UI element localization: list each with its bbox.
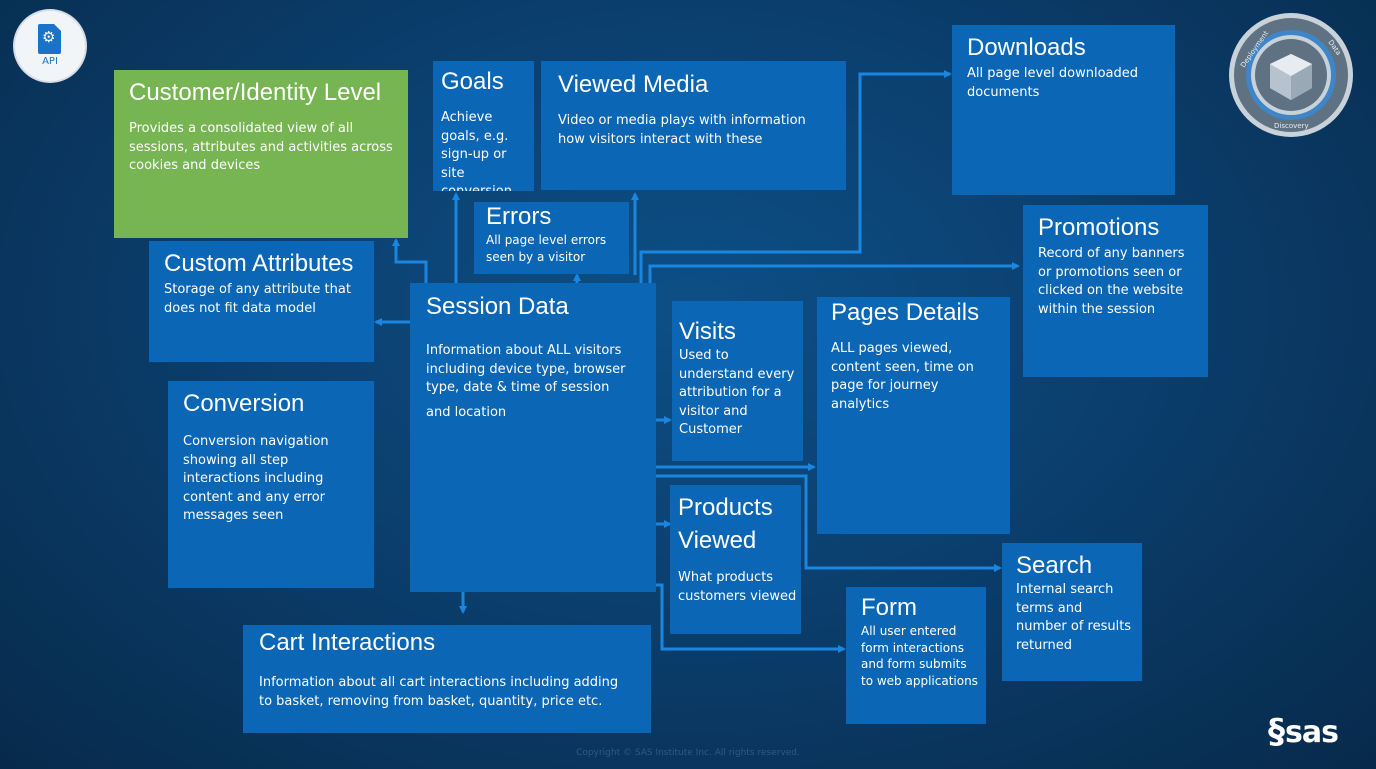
api-badge: ⚙ API <box>15 11 85 81</box>
custom-attributes-box: Custom Attributes Storage of any attribu… <box>149 241 374 362</box>
arrow-to-search <box>656 474 1002 572</box>
form-title: Form <box>861 594 917 621</box>
sas-logo-text: sas <box>1285 714 1339 750</box>
custom-attributes-title: Custom Attributes <box>164 250 354 277</box>
errors-box: Errors All page level errors seen by a v… <box>474 202 629 274</box>
promotions-desc: Record of any banners or promotions seen… <box>1038 246 1185 317</box>
conversion-title: Conversion <box>183 390 305 417</box>
customer-identity-box: Customer/Identity Level Provides a conso… <box>114 70 408 238</box>
session-data-box: Session Data Information about ALL visit… <box>410 283 656 592</box>
downloads-box: Downloads All page level downloaded docu… <box>952 25 1175 195</box>
viewed-media-title: Viewed Media <box>558 71 709 98</box>
errors-desc: All page level errors seen by a visitor <box>486 233 607 264</box>
copyright-text: Copyright © SAS Institute Inc. All right… <box>576 748 800 758</box>
search-box: Search Internal search terms and number … <box>1002 543 1142 681</box>
pages-details-box: Pages Details ALL pages viewed, content … <box>817 297 1010 534</box>
products-viewed-title: Products Viewed <box>678 494 773 554</box>
pages-details-title: Pages Details <box>831 299 980 326</box>
session-data-desc-2: and location <box>426 404 507 420</box>
goals-box: Goals Achieve goals, e.g. sign-up or sit… <box>433 61 534 191</box>
customer-identity-desc: Provides a consolidated view of all sess… <box>129 121 393 173</box>
goals-desc: Achieve goals, e.g. sign-up or site conv… <box>441 110 512 191</box>
promotions-title: Promotions <box>1038 214 1160 241</box>
customer-identity-title: Customer/Identity Level <box>129 79 382 106</box>
visits-desc: Used to understand every attribution for… <box>679 348 795 437</box>
arrow-to-downloads <box>639 70 952 285</box>
cart-interactions-desc: Information about all cart interactions … <box>259 675 619 709</box>
sas-swirl-icon: § <box>1268 712 1285 752</box>
pages-details-desc: ALL pages viewed, content seen, time on … <box>831 341 974 412</box>
products-viewed-desc: What products customers viewed <box>678 570 797 604</box>
cube-cycle-icon: Deployment Data Discovery <box>1229 13 1353 137</box>
form-desc: All user entered form interactions and f… <box>861 624 978 688</box>
arrow-to-customer <box>392 238 428 285</box>
downloads-title: Downloads <box>967 34 1086 61</box>
document-icon <box>38 24 61 54</box>
viewed-media-box: Viewed Media Video or media plays with i… <box>541 61 846 190</box>
sas-logo: §sas <box>1268 712 1339 752</box>
form-box: Form All user entered form interactions … <box>846 587 986 724</box>
search-desc: Internal search terms and number of resu… <box>1016 582 1132 653</box>
promotions-box: Promotions Record of any banners or prom… <box>1023 205 1208 377</box>
errors-title: Errors <box>486 203 552 230</box>
downloads-desc: All page level downloaded documents <box>967 66 1139 100</box>
visits-box: Visits Used to understand every attribut… <box>672 301 803 461</box>
arrow-to-promotions <box>648 262 1020 285</box>
goals-title: Goals <box>441 68 504 95</box>
session-data-desc: Information about ALL visitors including… <box>426 343 626 395</box>
session-data-title: Session Data <box>426 293 569 320</box>
conversion-desc: Conversion navigation showing all step i… <box>183 434 329 523</box>
search-title: Search <box>1016 552 1093 579</box>
products-viewed-box: Products Viewed What products customers … <box>670 485 801 634</box>
cart-interactions-box: Cart Interactions Information about all … <box>243 625 651 733</box>
arrow-to-form <box>656 583 846 653</box>
conversion-box: Conversion Conversion navigation showing… <box>168 381 374 588</box>
api-label: API <box>42 56 58 67</box>
viewed-media-desc: Video or media plays with information ho… <box>558 113 806 147</box>
custom-attributes-desc: Storage of any attribute that does not f… <box>164 282 351 316</box>
cycle-label-discovery: Discovery <box>1274 122 1309 130</box>
visits-title: Visits <box>679 318 736 345</box>
cart-interactions-title: Cart Interactions <box>259 629 436 656</box>
gear-icon: ⚙ <box>42 28 56 46</box>
